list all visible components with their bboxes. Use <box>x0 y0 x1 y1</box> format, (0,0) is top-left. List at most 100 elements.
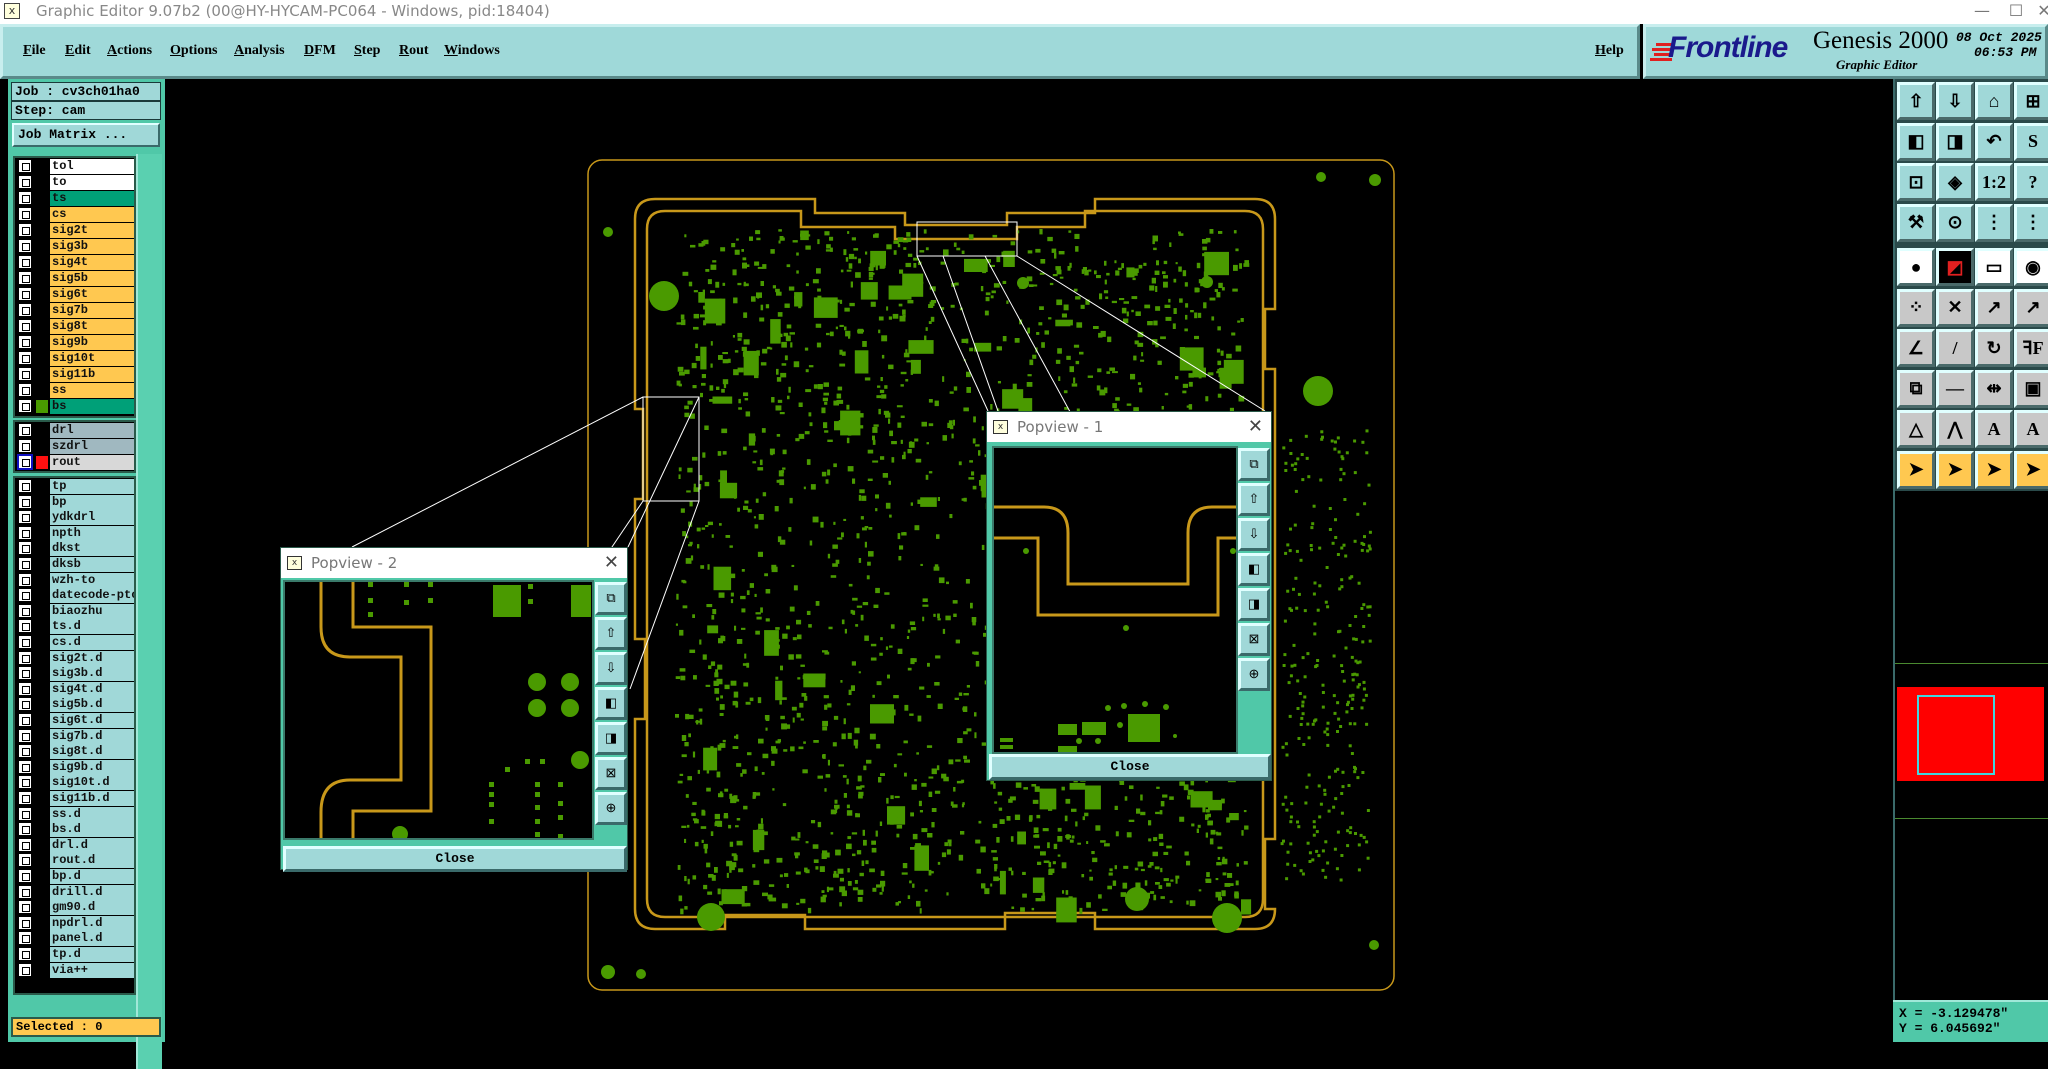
layer-color-swatch[interactable] <box>36 542 48 556</box>
tools-settings-button[interactable]: ⚒ <box>1897 203 1935 242</box>
layer-checkbox[interactable] <box>18 759 32 774</box>
layer-name[interactable]: sig2t <box>50 223 134 238</box>
move-shape-button[interactable]: ⧉ <box>1897 369 1935 408</box>
layer-row[interactable]: biaozhu <box>17 603 134 619</box>
popview-2-close-button[interactable]: Close <box>283 846 627 872</box>
popview-2-load-up-button[interactable]: ⇧ <box>595 617 627 650</box>
add-arc-button[interactable]: △ <box>1897 410 1935 448</box>
layer-color-swatch[interactable] <box>36 495 48 509</box>
layer-color-swatch[interactable] <box>36 636 48 649</box>
layer-color-swatch[interactable] <box>36 400 48 413</box>
layer-row[interactable]: npth <box>17 525 134 541</box>
layer-name[interactable]: bs.d <box>50 822 134 838</box>
layer-row[interactable]: rout.d <box>17 853 134 869</box>
layer-color-swatch[interactable] <box>36 336 48 349</box>
snap-center-button[interactable]: ⊙ <box>1936 203 1974 242</box>
layer-row[interactable]: sig4t <box>17 255 134 270</box>
layer-checkbox[interactable] <box>18 775 32 790</box>
layer-checkbox[interactable] <box>18 806 32 821</box>
layer-color-swatch[interactable] <box>36 304 48 317</box>
layer-row[interactable]: ss.d <box>17 806 134 822</box>
layer-name[interactable]: sig6t.d <box>50 713 134 728</box>
layer-name[interactable]: drill.d <box>50 884 134 900</box>
minimize-button[interactable]: — <box>1974 1 1990 20</box>
overview-map[interactable] <box>1893 491 2048 1000</box>
layer-checkbox[interactable] <box>18 713 32 727</box>
add-pad-button[interactable]: ● <box>1897 248 1935 286</box>
layer-checkbox[interactable] <box>18 191 32 205</box>
layer-color-swatch[interactable] <box>36 288 48 301</box>
layer-name[interactable]: sig3b.d <box>50 666 134 682</box>
delete-feature-button[interactable]: ✕ <box>1936 288 1974 327</box>
layer-name[interactable]: npth <box>50 525 134 541</box>
layer-checkbox[interactable] <box>18 255 32 269</box>
layer-checkbox[interactable] <box>18 837 32 852</box>
layer-name[interactable]: sig9b.d <box>50 759 134 775</box>
layer-checkbox[interactable] <box>18 697 32 712</box>
layer-checkbox[interactable] <box>18 351 32 365</box>
layer-color-swatch[interactable] <box>36 714 48 727</box>
layer-checkbox[interactable] <box>18 588 32 603</box>
layer-row[interactable]: datecode-ptc <box>17 588 134 604</box>
layer-connect-button[interactable]: ⋮ <box>1975 203 2013 242</box>
layer-row[interactable]: sig9b <box>17 335 134 350</box>
layer-row[interactable]: sig5b.d <box>17 697 134 713</box>
layer-checkbox[interactable] <box>18 207 32 221</box>
zoom-fit-button[interactable]: ⊡ <box>1897 163 1935 201</box>
layer-checkbox[interactable] <box>18 744 32 759</box>
layer-row[interactable]: sig10t.d <box>17 775 134 791</box>
layer-row[interactable]: sig7b.d <box>17 728 134 744</box>
layer-color-swatch[interactable] <box>36 424 48 437</box>
popview-2-close-icon[interactable]: ✕ <box>603 552 619 573</box>
layer-name[interactable]: ss <box>50 383 134 398</box>
layer-color-swatch[interactable] <box>36 160 48 173</box>
layer-color-swatch[interactable] <box>36 256 48 269</box>
layer-name[interactable]: via++ <box>50 962 134 978</box>
select-area-button[interactable]: ◩ <box>1936 248 1974 286</box>
layer-color-swatch[interactable] <box>36 807 48 821</box>
menu-dfm[interactable]: DFM <box>304 43 336 58</box>
layer-color-swatch[interactable] <box>36 589 48 603</box>
layer-row[interactable]: bp.d <box>17 869 134 884</box>
layer-row[interactable]: rout <box>17 454 134 470</box>
layer-name[interactable]: sig7b <box>50 303 134 318</box>
layer-color-swatch[interactable] <box>36 320 48 333</box>
menu-edit[interactable]: Edit <box>65 43 91 58</box>
layer-checkbox[interactable] <box>18 884 32 899</box>
layer-checkbox[interactable] <box>18 335 32 349</box>
layer-row[interactable]: bs.d <box>17 822 134 838</box>
layer-checkbox[interactable] <box>18 175 32 189</box>
layer-checkbox[interactable] <box>18 853 32 868</box>
select-rect-button[interactable]: ➤ <box>1936 450 1974 489</box>
layer-color-swatch[interactable] <box>36 604 48 618</box>
layer-name[interactable]: tp <box>50 479 134 494</box>
open-down-button[interactable]: ⇩ <box>1936 82 1974 120</box>
layer-row[interactable]: ts <box>17 191 134 206</box>
layer-row[interactable]: dksb <box>17 557 134 572</box>
layer-name[interactable]: bs <box>50 399 134 414</box>
layer-name[interactable]: sig7b.d <box>50 728 134 744</box>
layer-name[interactable]: sig10t.d <box>50 775 134 791</box>
layer-name[interactable]: sig9b <box>50 335 134 350</box>
layer-checkbox[interactable] <box>18 650 32 665</box>
layer-color-swatch[interactable] <box>36 272 48 285</box>
popview-2-titlebar[interactable]: x Popview - 2 ✕ <box>281 548 627 578</box>
add-line-button[interactable]: ∠ <box>1897 329 1935 367</box>
layer-row[interactable]: gm90.d <box>17 900 134 916</box>
popview-1-zoom-in-button[interactable]: ⊠ <box>1238 623 1270 656</box>
layer-color-swatch[interactable] <box>36 558 48 571</box>
layer-row[interactable]: npdrl.d <box>17 915 134 931</box>
layer-name[interactable]: sig5b.d <box>50 697 134 713</box>
popview-2-zoom-in-button[interactable]: ⊠ <box>595 757 627 790</box>
layer-name[interactable]: szdrl <box>50 439 134 454</box>
measure-ruler-button[interactable]: ▭ <box>1975 248 2013 286</box>
merge-shapes-button[interactable]: ▣ <box>2014 369 2048 408</box>
layer-name[interactable]: cs.d <box>50 635 134 650</box>
popview-1-load-down-button[interactable]: ⇩ <box>1238 518 1270 551</box>
menu-file[interactable]: File <box>23 43 46 58</box>
connect-features-button[interactable]: ⁘ <box>1897 288 1935 327</box>
layer-name[interactable]: ydkdrl <box>50 510 134 526</box>
layer-color-swatch[interactable] <box>36 870 48 883</box>
layer-name[interactable]: bp <box>50 494 134 510</box>
layer-color-swatch[interactable] <box>36 620 48 634</box>
